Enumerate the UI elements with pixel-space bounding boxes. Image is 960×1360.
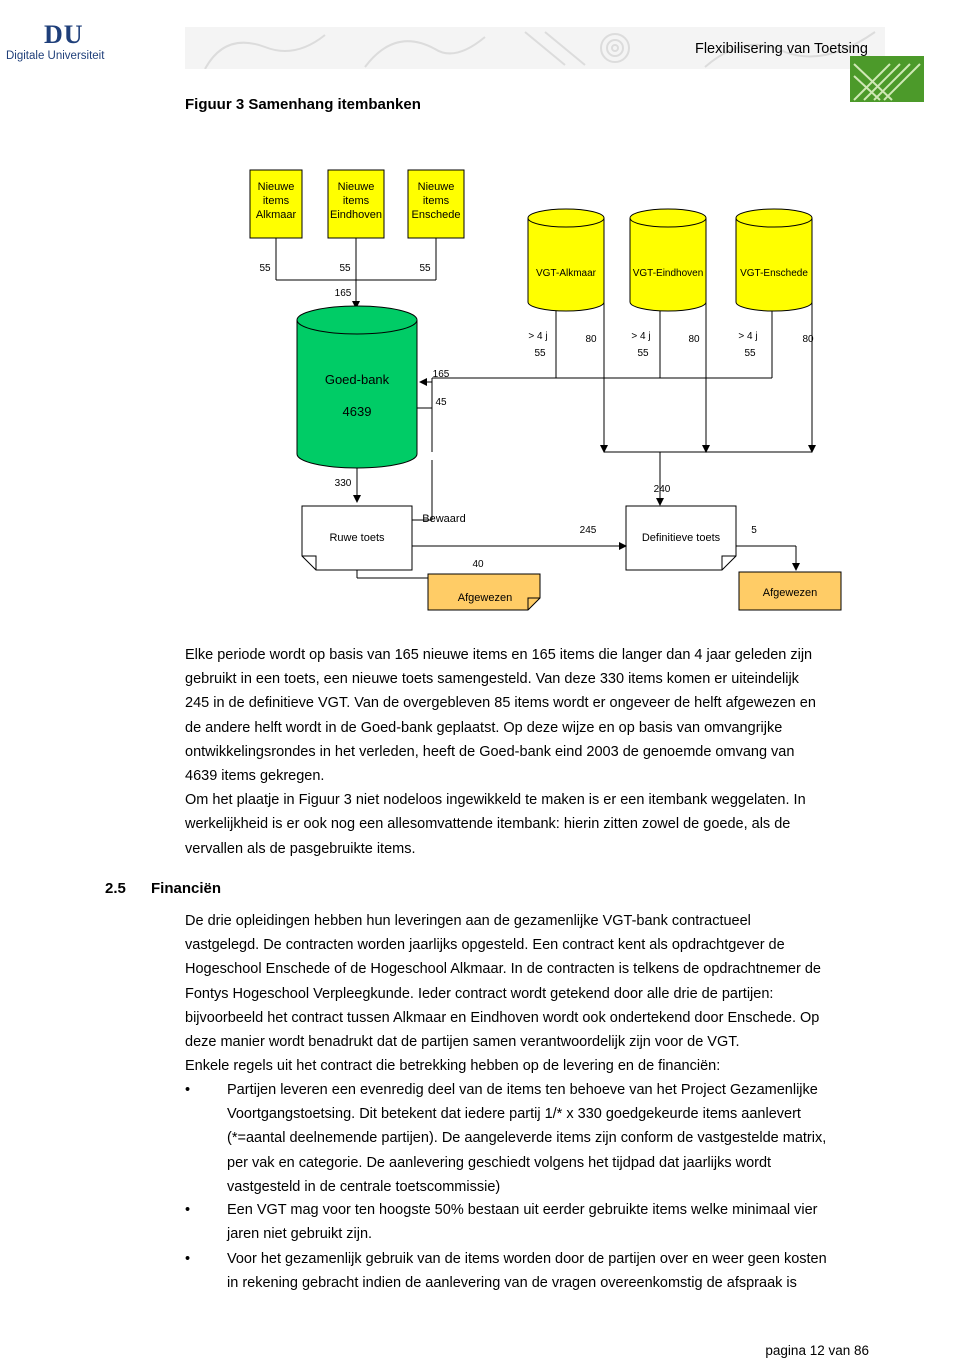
- bullet-icon: •: [185, 1082, 191, 1098]
- vgt-bank-alkmaar: VGT-Alkmaar: [527, 208, 605, 312]
- goedbank-out: 45: [435, 397, 447, 408]
- vgt-alkmaar-other: 80: [585, 334, 597, 345]
- itembank-diagram: Nieuwe items Alkmaar Nieuwe items Eindho…: [249, 169, 842, 611]
- svg-text:Alkmaar: Alkmaar: [256, 209, 297, 221]
- new-items-box-enschede: Nieuwe items Enschede: [407, 169, 465, 239]
- goed-bank-cylinder: Goed-bank 4639: [296, 305, 418, 469]
- count-new-total: 165: [335, 288, 352, 299]
- text-line: 4639 items gekregen.: [185, 768, 325, 785]
- text-line: bijvoorbeeld het contract tussen Alkmaar…: [185, 1009, 820, 1026]
- afgewezen-box-1: Afgewezen: [427, 573, 541, 611]
- flow-245: 245: [580, 525, 597, 536]
- svg-text:items: items: [343, 195, 370, 207]
- svg-text:Eindhoven: Eindhoven: [330, 209, 382, 221]
- vgt-bank-enschede: VGT-Enschede: [735, 208, 813, 312]
- definitieve-toets-box: Definitieve toets: [625, 505, 737, 571]
- vgt-enschede-age: > 4 j: [738, 331, 757, 342]
- svg-text:Afgewezen: Afgewezen: [458, 592, 512, 604]
- vgt-enschede-old: 55: [744, 348, 756, 359]
- vgt-enschede-other: 80: [802, 334, 814, 345]
- logo-mark: DU: [44, 20, 84, 49]
- vgt-eindhoven-old: 55: [637, 348, 649, 359]
- paragraph-explanation: Elke periode wordt op basis van 165 nieu…: [185, 643, 875, 861]
- text-line: vastgesteld in de centrale toetscommissi…: [227, 1178, 501, 1195]
- text-line: Om het plaatje in Figuur 3 niet nodeloos…: [185, 792, 806, 809]
- text-line: Fontys Hogeschool Verpleegkunde. Ieder c…: [185, 985, 774, 1002]
- text-line: De drie opleidingen hebben hun leveringe…: [185, 913, 751, 929]
- text-line: Enkele regels uit het contract die betre…: [185, 1058, 721, 1075]
- svg-text:VGT-Eindhoven: VGT-Eindhoven: [633, 268, 704, 279]
- vgt-bank-eindhoven: VGT-Eindhoven: [629, 208, 707, 312]
- text-line: Een VGT mag voor ten hoogste 50% bestaan…: [227, 1202, 818, 1218]
- svg-text:Goed-bank: Goed-bank: [325, 372, 390, 387]
- page-number: pagina 12 van 86: [765, 1343, 869, 1358]
- svg-text:items: items: [263, 195, 290, 207]
- text-line: vastgelegd. De contracten worden jaarlij…: [185, 937, 785, 954]
- text-line: per vak en categorie. De aanlevering ges…: [227, 1154, 772, 1171]
- vgt-eindhoven-age: > 4 j: [631, 331, 650, 342]
- svg-text:Definitieve toets: Definitieve toets: [642, 532, 721, 544]
- text-line: de andere helft wordt in de Goed-bank ge…: [185, 719, 783, 736]
- text-line: (*=aantal deelnemende partijen). De aang…: [227, 1130, 827, 1147]
- ruwe-toets-box: Ruwe toets: [301, 505, 413, 571]
- svg-text:VGT-Alkmaar: VGT-Alkmaar: [536, 268, 597, 279]
- text-line: vervallen als de pasgebruikte items.: [185, 840, 416, 857]
- du-logo: DU Digitale Universiteit: [6, 20, 104, 68]
- text-line: gebruikt in een toets, een nieuwe toets …: [185, 671, 799, 688]
- svg-text:items: items: [423, 195, 450, 207]
- text-line: Voortgangstoetsing. Dit betekent dat ied…: [227, 1106, 801, 1123]
- text-line: ontwikkelingsrondes in het verleden, hee…: [185, 743, 795, 760]
- svg-text:Nieuwe: Nieuwe: [418, 181, 455, 193]
- bullet-icon: •: [185, 1251, 191, 1267]
- text-line: in rekening gebracht indien de aanleveri…: [227, 1275, 797, 1292]
- text-line: deze manier wordt benadrukt dat de parti…: [185, 1034, 740, 1051]
- text-line: werkelijkheid is er ook nog een allesomv…: [185, 816, 791, 833]
- logo-subtitle: Digitale Universiteit: [6, 50, 105, 62]
- svg-text:Nieuwe: Nieuwe: [258, 181, 295, 193]
- svg-text:VGT-Enschede: VGT-Enschede: [740, 268, 808, 279]
- goedbank-in: 165: [433, 369, 450, 380]
- svg-text:Ruwe toets: Ruwe toets: [329, 532, 385, 544]
- vgt-alkmaar-age: > 4 j: [528, 331, 547, 342]
- count-eindhoven: 55: [339, 263, 351, 274]
- svg-text:Enschede: Enschede: [412, 209, 461, 221]
- bewaard-label: Bewaard: [422, 513, 465, 525]
- flow-330: 330: [335, 478, 352, 489]
- goedbank-connectors: [417, 378, 432, 409]
- flow-240: 240: [654, 484, 671, 495]
- flow-40: 40: [472, 559, 484, 570]
- leaf-logo: [850, 56, 924, 102]
- section-number: 2.5: [105, 880, 126, 897]
- vgt-connectors: [431, 302, 816, 506]
- figure-caption: Figuur 3 Samenhang itembanken: [185, 96, 421, 113]
- svg-text:Nieuwe: Nieuwe: [338, 181, 375, 193]
- text-line: Hogeschool Enschede of de Hogeschool Alk…: [185, 961, 821, 978]
- count-enschede: 55: [419, 263, 431, 274]
- new-items-connectors: [275, 238, 437, 309]
- new-items-box-alkmaar: Nieuwe items Alkmaar: [249, 169, 303, 239]
- svg-text:Afgewezen: Afgewezen: [763, 587, 817, 599]
- text-line: Partijen leveren een evenredig deel van …: [227, 1082, 818, 1098]
- svg-text:4639: 4639: [343, 404, 372, 419]
- count-alkmaar: 55: [259, 263, 271, 274]
- text-line: jaren niet gebruikt zijn.: [227, 1226, 373, 1243]
- bullet-icon: •: [185, 1202, 191, 1218]
- afgewezen-box-2: Afgewezen: [738, 571, 842, 611]
- vgt-alkmaar-old: 55: [534, 348, 546, 359]
- new-items-box-eindhoven: Nieuwe items Eindhoven: [327, 169, 385, 239]
- flow-5: 5: [751, 525, 757, 536]
- text-line: 245 in de definitieve VGT. Van de overge…: [185, 695, 816, 712]
- section-title: Financiën: [151, 880, 222, 897]
- text-line: Voor het gezamenlijk gebruik van de item…: [227, 1251, 827, 1267]
- text-line: Elke periode wordt op basis van 165 nieu…: [185, 647, 813, 663]
- vgt-eindhoven-other: 80: [688, 334, 700, 345]
- header-title: Flexibilisering van Toetsing: [694, 41, 868, 57]
- paragraph-contracts: De drie opleidingen hebben hun leveringe…: [185, 909, 875, 1078]
- header-decoration: [185, 27, 885, 69]
